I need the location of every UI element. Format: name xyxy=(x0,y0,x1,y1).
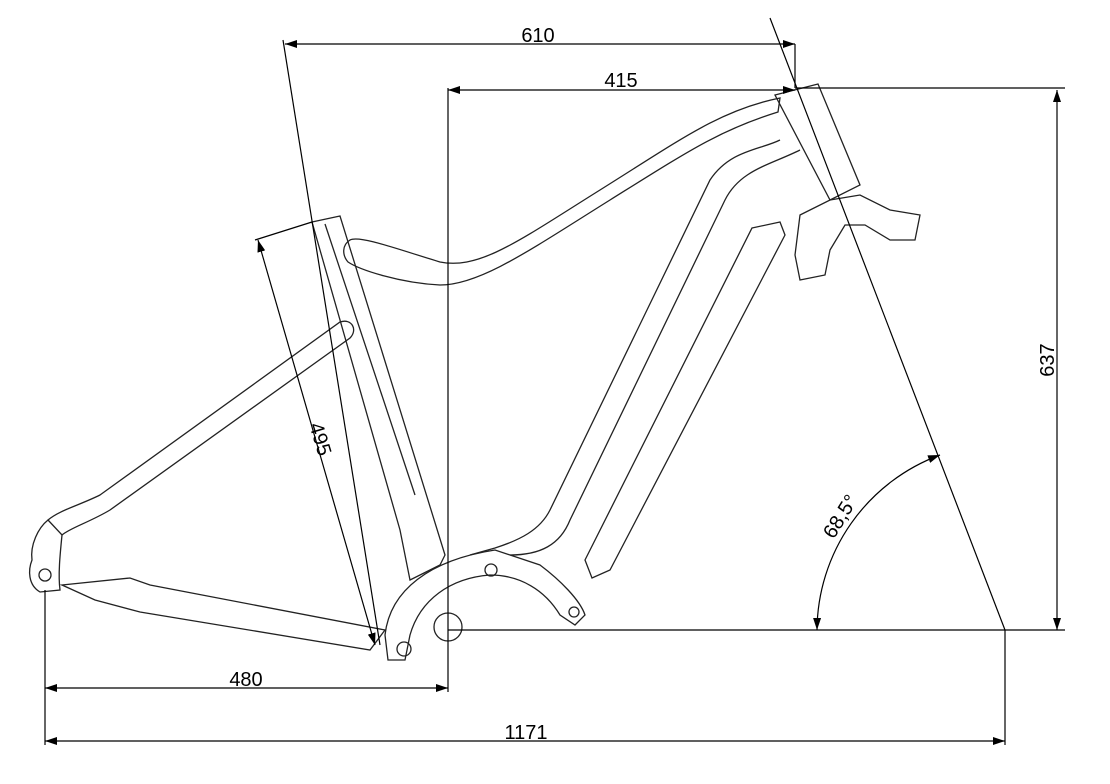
seat-axis-line xyxy=(282,39,381,646)
chain-stay xyxy=(59,577,387,651)
motor-bolt-3 xyxy=(568,606,580,618)
frame-outline xyxy=(28,83,921,661)
battery xyxy=(584,221,786,579)
top-tube xyxy=(343,97,781,286)
label-415: 415 xyxy=(604,70,637,92)
fork-crown xyxy=(794,194,921,281)
seat-tube xyxy=(311,215,446,581)
motor-bolt-2 xyxy=(484,563,498,577)
dimension-lines xyxy=(44,17,1065,745)
label-1171: 1171 xyxy=(504,722,547,744)
motor-bolt xyxy=(396,641,412,657)
dim-line-495 xyxy=(257,239,376,646)
seat-tube-inner xyxy=(324,223,416,496)
label-495: 495 xyxy=(304,420,335,458)
rear-axle xyxy=(38,568,52,582)
down-tube xyxy=(469,139,801,556)
motor-housing xyxy=(384,549,586,661)
head-axis-line xyxy=(769,17,1006,631)
angle-arc xyxy=(813,454,941,631)
label-480: 480 xyxy=(229,669,262,691)
label-610: 610 xyxy=(521,25,554,47)
label-637: 637 xyxy=(1037,343,1059,376)
ext-line xyxy=(254,221,313,241)
dropout xyxy=(28,519,63,593)
